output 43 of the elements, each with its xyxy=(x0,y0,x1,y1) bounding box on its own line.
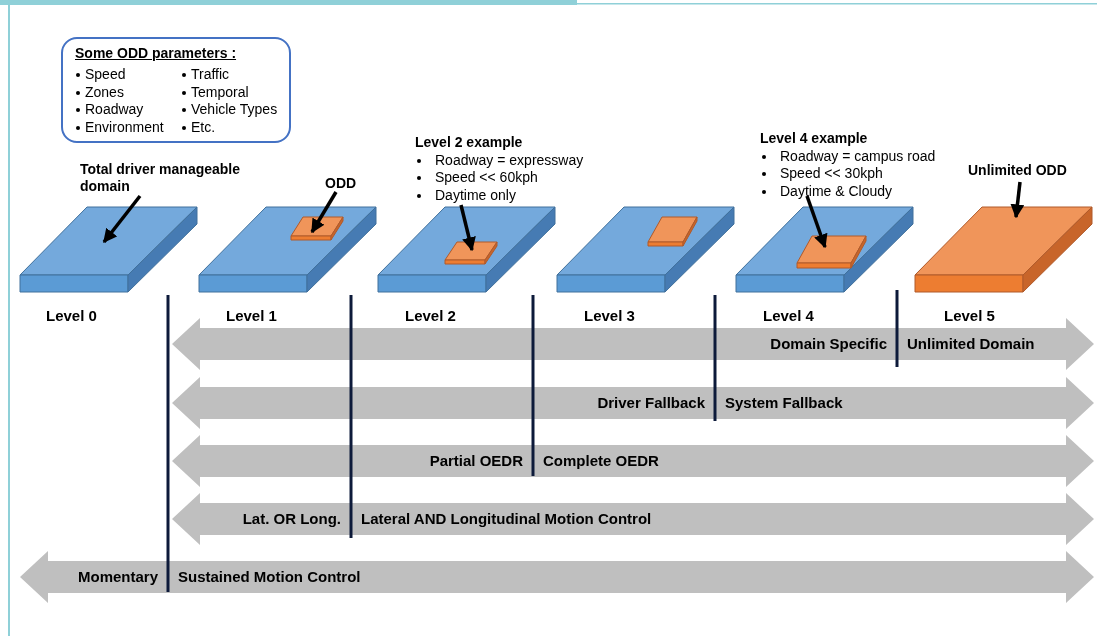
double-arrow-band xyxy=(20,551,1094,603)
band-label: Momentary xyxy=(77,568,158,585)
double-arrow-band xyxy=(172,377,1094,429)
band-label: Unlimited Domain xyxy=(907,335,1035,352)
callout-text: Total driver manageable domain xyxy=(80,161,250,195)
band-label: Complete OEDR xyxy=(543,452,659,469)
band-label: Lat. OR Long. xyxy=(242,510,341,527)
list-item: Daytime & Cloudy xyxy=(780,182,893,200)
example-heading: Level 4 example xyxy=(760,130,868,147)
level-label: Level 2 xyxy=(405,307,456,324)
band-label: System Fallback xyxy=(725,394,843,411)
leader-arrow xyxy=(459,204,476,252)
list-item: Etc. xyxy=(191,118,216,136)
leader-arrow xyxy=(805,195,828,249)
callout-text: Unlimited ODD xyxy=(968,162,1078,179)
double-arrow-band xyxy=(172,493,1094,545)
level-label: Level 3 xyxy=(584,307,635,324)
list-item: Traffic xyxy=(191,66,230,83)
callout-text: ODD xyxy=(325,175,365,192)
list-item: Temporal xyxy=(191,83,249,101)
level-label: Level 1 xyxy=(226,307,277,324)
list-item: Roadway = expressway xyxy=(435,151,584,169)
list-item: Environment xyxy=(85,118,164,136)
band-label: Lateral AND Longitudinal Motion Control xyxy=(361,510,652,527)
level-label: Level 4 xyxy=(763,307,814,324)
list-item: Speed << 30kph xyxy=(780,165,883,182)
example-heading: Level 2 example xyxy=(415,134,523,151)
parameter-box xyxy=(61,37,291,143)
double-arrow-band xyxy=(172,435,1094,487)
list-item: Speed << 60kph xyxy=(435,169,538,186)
level-label: Level 5 xyxy=(944,307,995,324)
band-label: Partial OEDR xyxy=(429,452,523,469)
list-item: Speed xyxy=(85,66,126,83)
band-label: Sustained Motion Control xyxy=(178,568,361,585)
box-heading: Some ODD parameters : xyxy=(75,45,237,62)
band-label: Driver Fallback xyxy=(597,394,705,411)
list-item: Vehicle Types xyxy=(191,101,278,118)
list-item: Daytime only xyxy=(435,186,516,204)
band-label: Domain Specific xyxy=(770,335,887,352)
list-item: Roadway xyxy=(85,101,144,118)
list-item: Roadway = campus road xyxy=(780,147,936,165)
level-label: Level 0 xyxy=(46,307,97,324)
list-item: Zones xyxy=(85,83,124,101)
